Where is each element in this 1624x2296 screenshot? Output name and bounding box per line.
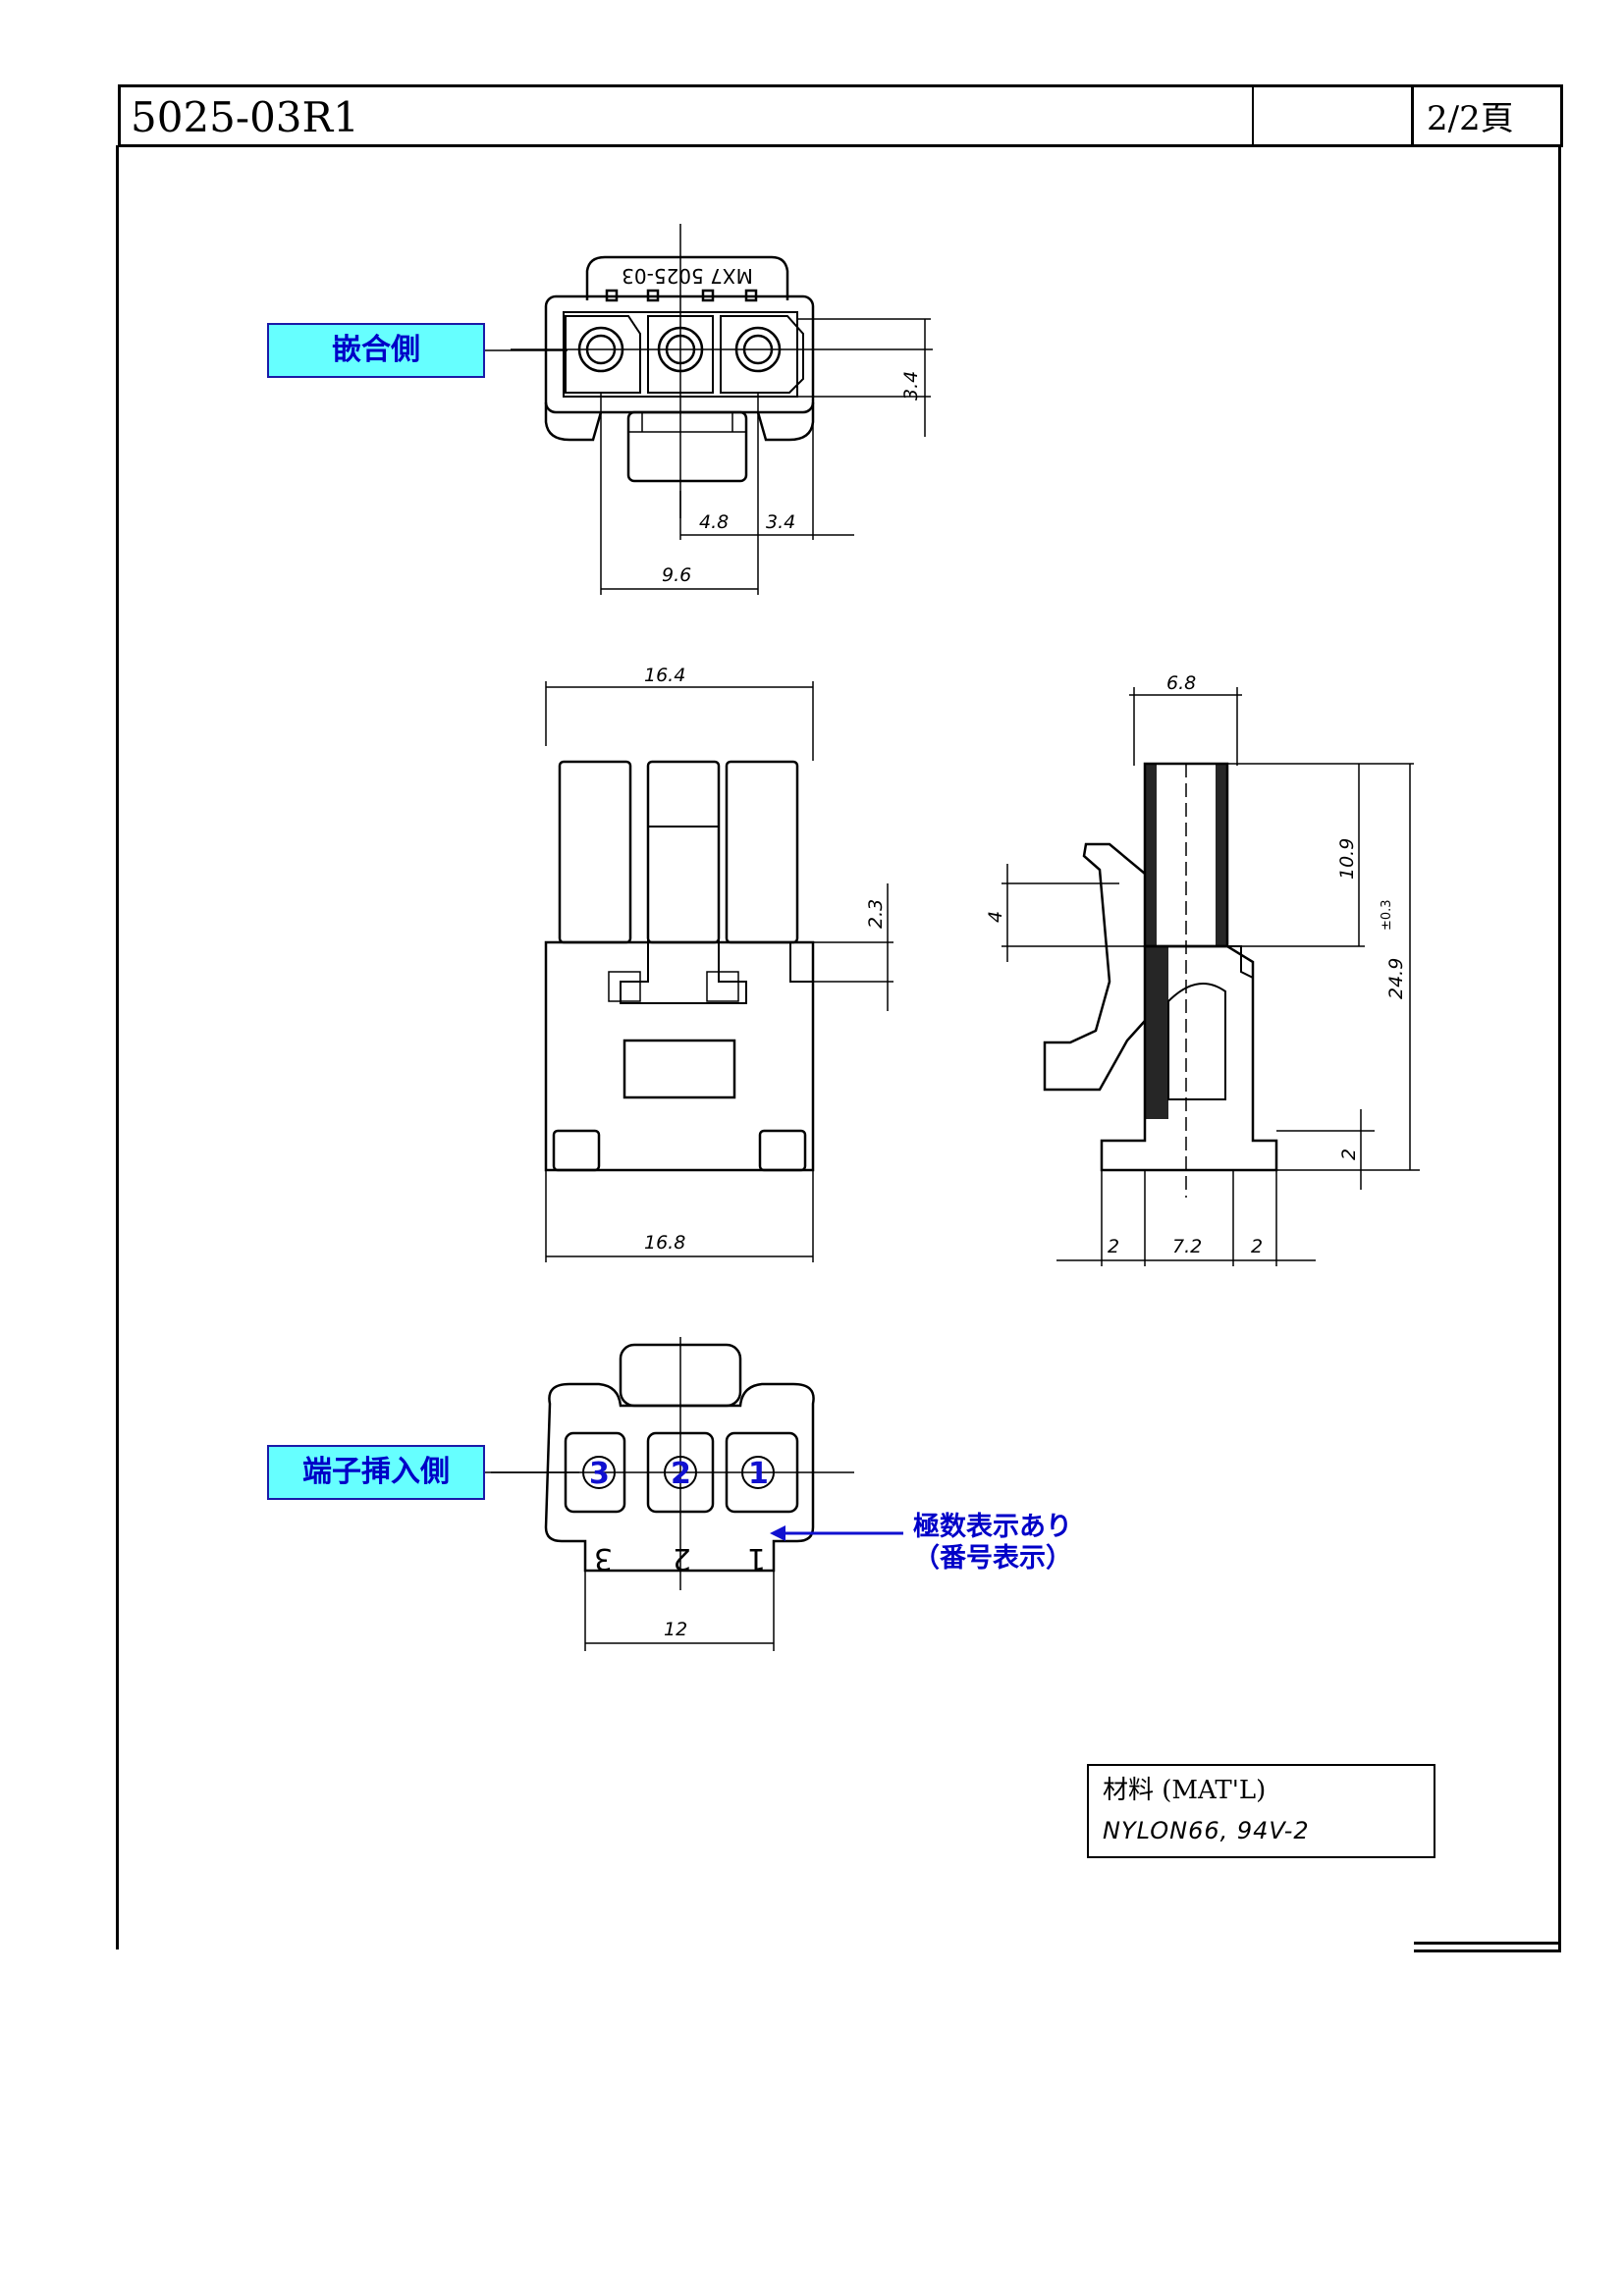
dim-pin-span: 9.6 [662, 564, 691, 586]
side-view: 6.8 10.9 24.9 ±0.3 4 2 [985, 672, 1420, 1266]
dim-side-center: 7.2 [1172, 1236, 1202, 1257]
frame-right-border [1558, 145, 1561, 1951]
header-divider [1252, 87, 1254, 144]
dim-side-width: 6.8 [1166, 672, 1196, 694]
material-label: 材料 (MAT'L) [1103, 1776, 1267, 1805]
title-block: 5025-03R1 2/2頁 [118, 84, 1563, 147]
dim-total-height: 24.9 [1385, 958, 1407, 999]
pin-number-2: 2 [671, 1457, 691, 1491]
page-number: 2/2頁 [1427, 99, 1514, 138]
dim-top-width: 16.4 [644, 665, 685, 686]
note-arrow [770, 1525, 903, 1541]
pin-marking-note: 極数表示あり [913, 1512, 1072, 1542]
header-divider [1411, 87, 1414, 144]
dim-rear-width: 12 [664, 1619, 687, 1640]
frame-bottom-line [1414, 1949, 1561, 1952]
frame-left-border [116, 145, 119, 1949]
pin-marking-note-sub: （番号表示） [913, 1543, 1072, 1574]
rear-mark-1: 1 [747, 1541, 766, 1575]
part-number: 5025-03R1 [131, 93, 359, 141]
mating-side-view: MX7 5025-03 4.8 3.4 9.6 [511, 224, 933, 595]
dim-base-height: 2 [1338, 1148, 1360, 1160]
dim-total-height-tolerance: ±0.3 [1380, 899, 1394, 931]
dim-bottom-width: 16.8 [644, 1232, 685, 1254]
insertion-side-view: 3 2 1 3 2 1 12 [491, 1337, 854, 1651]
frame-bottom-line [1414, 1942, 1561, 1945]
dim-latch-offset: 2.3 [865, 899, 887, 929]
rear-mark-2: 2 [673, 1541, 691, 1575]
material-box: 材料 (MAT'L) NYLON66, 94V-2 [1087, 1764, 1435, 1858]
dim-latch-step: 4 [985, 911, 1006, 923]
front-view: 16.4 2.3 16.8 [544, 665, 893, 1262]
dim-side-right: 2 [1251, 1236, 1263, 1257]
pin-number-1: 1 [748, 1457, 769, 1491]
dim-pin-height: 3.4 [900, 371, 922, 400]
dim-pin-pitch: 4.8 [699, 511, 729, 533]
pin-number-3: 3 [589, 1457, 610, 1491]
dim-latch-upper: 10.9 [1336, 838, 1358, 880]
insertion-side-label: 端子挿入側 [267, 1445, 485, 1500]
rear-mark-3: 3 [594, 1541, 613, 1575]
material-value: NYLON66, 94V-2 [1103, 1817, 1310, 1844]
housing-marking: MX7 5025-03 [622, 264, 753, 288]
dim-side-left: 2 [1108, 1236, 1119, 1257]
dim-edge-to-pin: 3.4 [766, 511, 795, 533]
mating-side-label: 嵌合側 [267, 323, 485, 378]
